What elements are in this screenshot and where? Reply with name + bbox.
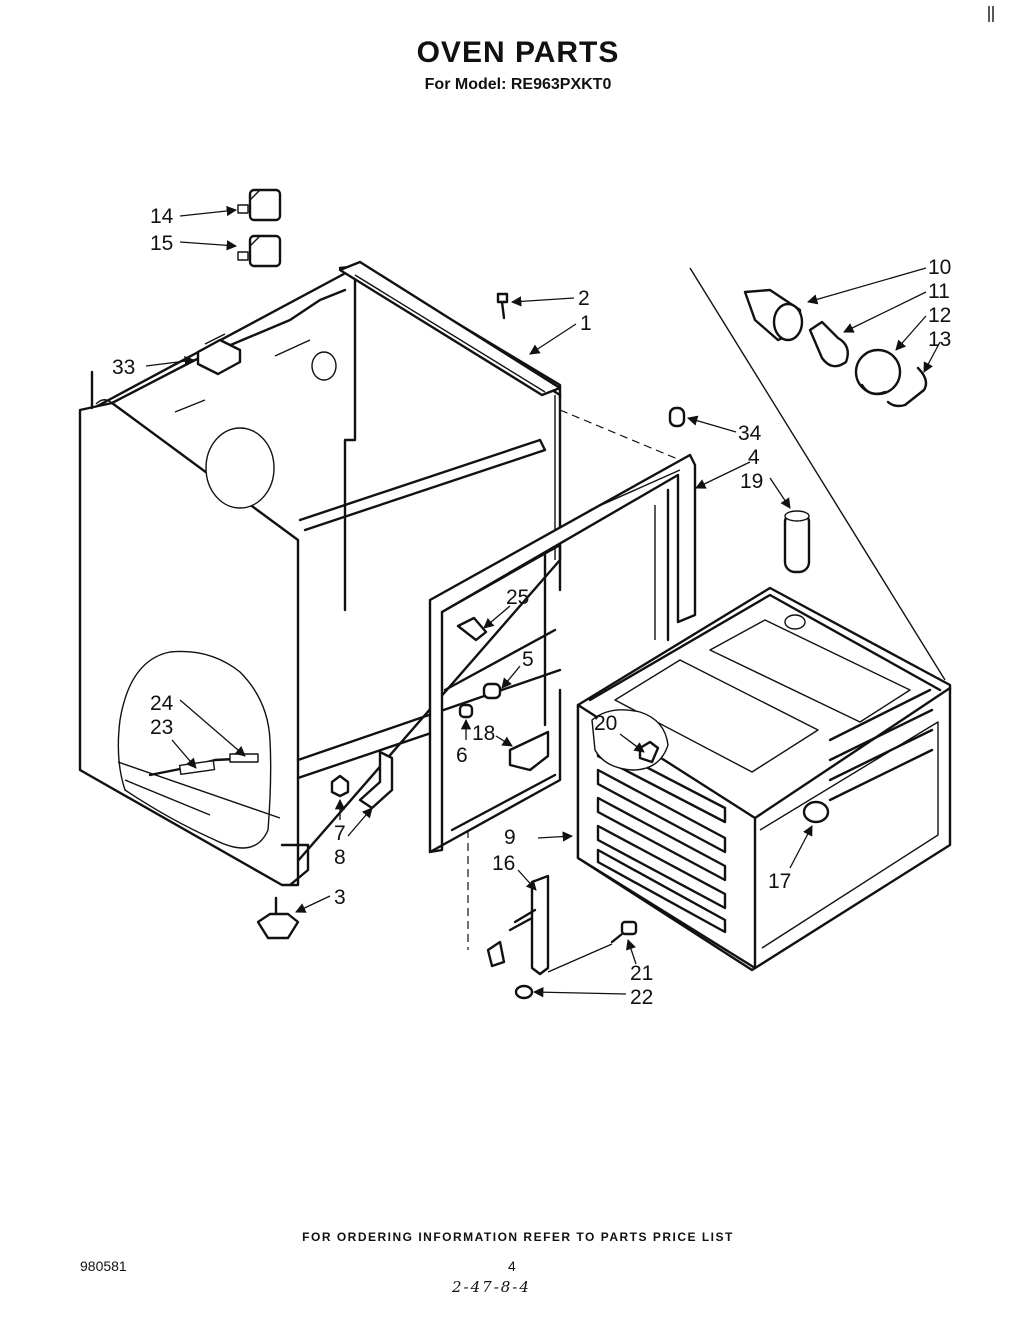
- ordering-note: FOR ORDERING INFORMATION REFER TO PARTS …: [302, 1230, 734, 1244]
- part-34-cap: [668, 406, 686, 428]
- part-6-component: [458, 703, 474, 719]
- callout-16: 16: [492, 852, 515, 875]
- callout-22: 22: [630, 986, 653, 1009]
- leader-lines: [145, 205, 941, 998]
- callout-17: 17: [768, 870, 791, 893]
- cabinet-shell: [78, 264, 562, 887]
- model-subtitle: For Model: RE963PXKT0: [424, 76, 612, 93]
- part-19-vent-tube: [783, 510, 811, 574]
- callout-5: 5: [522, 648, 534, 671]
- part-25-sensor: [456, 616, 488, 642]
- callout-3: 3: [334, 886, 346, 909]
- part-22-clip: [514, 984, 534, 1000]
- alignment-lines: [467, 409, 681, 950]
- callout-25: 25: [506, 586, 529, 609]
- callout-33: 33: [112, 356, 135, 379]
- part-16-hinge: [486, 874, 550, 976]
- callout-labels: 14 15 33 2 1 10 11 12 13 34 4 19 25 5 24…: [112, 205, 951, 1009]
- front-frame: [428, 453, 697, 854]
- part-13-clip: [886, 366, 928, 408]
- part-12-lens: [854, 348, 902, 396]
- page-number: 4: [508, 1258, 516, 1274]
- part-3-leveling-leg: [256, 896, 300, 940]
- callout-6: 6: [456, 744, 468, 767]
- callout-19: 19: [740, 470, 763, 493]
- handwritten-note: 2-47-8-4: [452, 1278, 531, 1296]
- document-code: 980581: [80, 1258, 127, 1274]
- callout-11: 11: [928, 280, 950, 303]
- part-10-light-socket: [743, 288, 804, 342]
- callout-1: 1: [580, 312, 592, 335]
- callout-12: 12: [928, 304, 951, 327]
- part-21-screw: [610, 920, 638, 944]
- callout-15: 15: [150, 232, 173, 255]
- light-guide-line: [689, 267, 946, 681]
- callout-13: 13: [928, 328, 951, 351]
- callout-34: 34: [738, 422, 762, 445]
- callout-10: 10: [928, 256, 951, 279]
- part-11-bulb: [808, 320, 849, 368]
- callout-18: 18: [472, 722, 495, 745]
- oven-cavity: [576, 586, 952, 972]
- part-18-bracket: [508, 730, 550, 772]
- part-33-component: [196, 333, 242, 376]
- callout-4: 4: [748, 446, 760, 469]
- callout-8: 8: [334, 846, 346, 869]
- callout-20: 20: [594, 712, 617, 735]
- part-7-nut: [330, 774, 350, 798]
- callout-21: 21: [630, 962, 653, 985]
- corner-mark: [988, 6, 994, 22]
- callout-2: 2: [578, 287, 590, 310]
- callout-7: 7: [334, 822, 346, 845]
- part-15-switch: [237, 234, 282, 268]
- callout-24: 24: [150, 692, 174, 715]
- part-2-screw: [496, 292, 509, 320]
- rear-bracket: [338, 260, 562, 397]
- callout-23: 23: [150, 716, 173, 739]
- page-title: OVEN PARTS: [416, 36, 620, 69]
- callout-14: 14: [150, 205, 174, 228]
- part-14-switch: [237, 188, 282, 222]
- part-5-component: [482, 682, 502, 700]
- callout-9: 9: [504, 826, 516, 849]
